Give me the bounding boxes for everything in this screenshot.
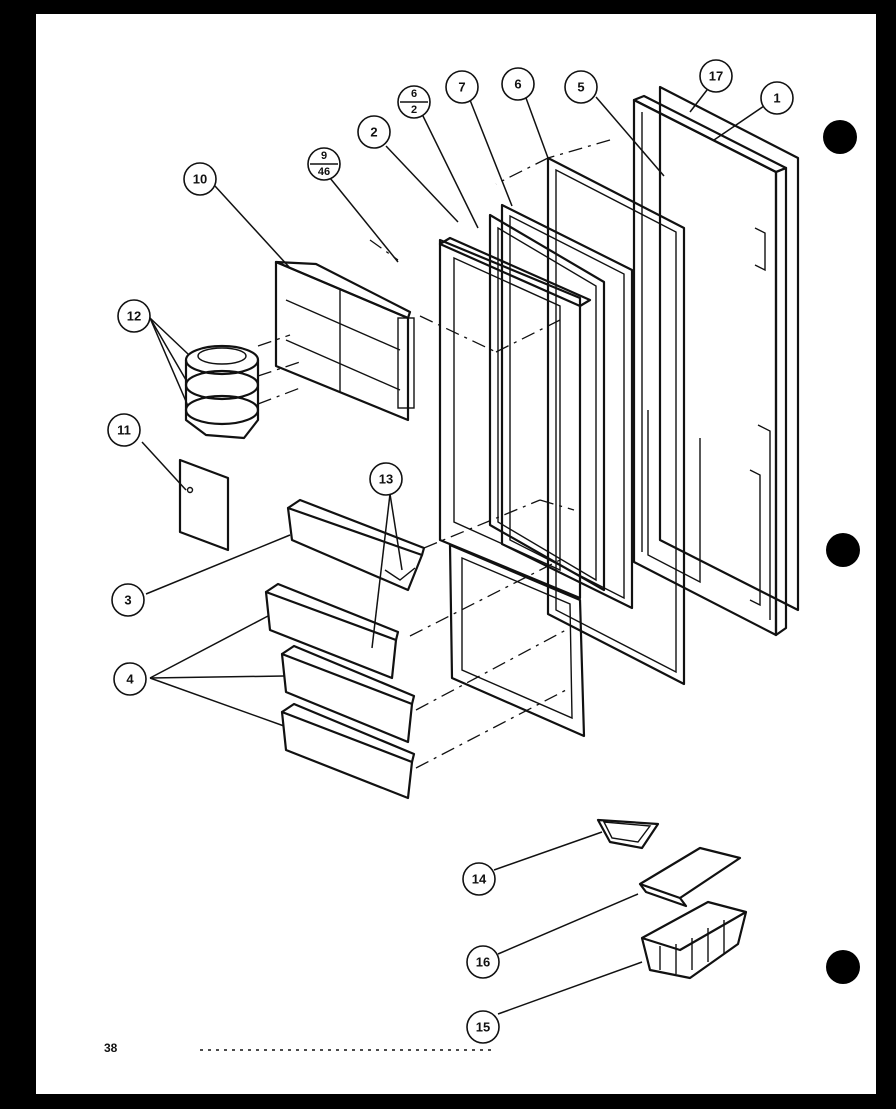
callout-7: 7 <box>445 70 479 104</box>
callout-4: 4 <box>113 662 147 696</box>
assembly-lines <box>257 139 611 769</box>
binder-hole-top <box>823 120 857 154</box>
part-7-frame <box>488 213 606 592</box>
callout-3-label: 3 <box>124 593 131 608</box>
part-1-outer-door <box>632 94 788 637</box>
callout-13: 13 <box>369 462 403 496</box>
part-17-insulation-panel <box>658 85 800 612</box>
callout-6-over-2-bottom: 2 <box>411 104 417 116</box>
callout-14-label: 14 <box>472 872 487 887</box>
callout-10-label: 10 <box>193 172 207 187</box>
callout-6-over-2: 6 2 <box>397 85 431 119</box>
callout-10: 10 <box>183 162 217 196</box>
page-number: 38 <box>104 1041 118 1055</box>
callout-6-label: 6 <box>514 77 521 92</box>
part-5-door-liner <box>546 156 686 686</box>
binder-hole-middle <box>826 533 860 567</box>
parts-diagram-sheet <box>36 14 876 1094</box>
callout-17: 17 <box>699 59 733 93</box>
part-4-door-bins <box>264 582 416 800</box>
part-3-door-bin <box>286 498 426 592</box>
part-16-cover <box>638 846 742 908</box>
part-2-door-frame <box>438 236 592 738</box>
part-10-dairy-compartment <box>274 260 415 422</box>
callout-11: 11 <box>107 413 141 447</box>
callout-15-label: 15 <box>476 1020 490 1035</box>
part-11-compartment-door <box>178 458 230 552</box>
callout-6-over-2-top: 6 <box>411 88 417 100</box>
callout-7-label: 7 <box>458 80 465 95</box>
callout-9-over-46: 9 46 <box>307 147 341 181</box>
part-6-door-gasket <box>500 203 634 610</box>
part-14-tray <box>596 818 660 850</box>
callout-16-label: 16 <box>476 955 490 970</box>
binder-hole-bottom <box>826 950 860 984</box>
callout-13-label: 13 <box>379 472 393 487</box>
callout-1: 1 <box>760 81 794 115</box>
callout-2-label: 2 <box>370 125 377 140</box>
callout-17-label: 17 <box>709 69 723 84</box>
callout-12-label: 12 <box>127 309 141 324</box>
part-12-containers <box>184 344 260 440</box>
callout-15: 15 <box>466 1010 500 1044</box>
callout-4-label: 4 <box>126 672 134 687</box>
callout-5: 5 <box>564 70 598 104</box>
leader-lines <box>141 89 768 1015</box>
callout-16: 16 <box>466 945 500 979</box>
callout-9-over-46-top: 9 <box>321 150 327 162</box>
callout-5-label: 5 <box>577 80 584 95</box>
callout-9-over-46-bottom: 46 <box>318 166 330 178</box>
callout-1-label: 1 <box>773 91 780 106</box>
callout-12: 12 <box>117 299 151 333</box>
callout-6: 6 <box>501 67 535 101</box>
callout-11-label: 11 <box>117 423 131 438</box>
part-15-ice-tray <box>640 900 748 980</box>
callout-2: 2 <box>357 115 391 149</box>
callout-3: 3 <box>111 583 145 617</box>
callout-14: 14 <box>462 862 496 896</box>
